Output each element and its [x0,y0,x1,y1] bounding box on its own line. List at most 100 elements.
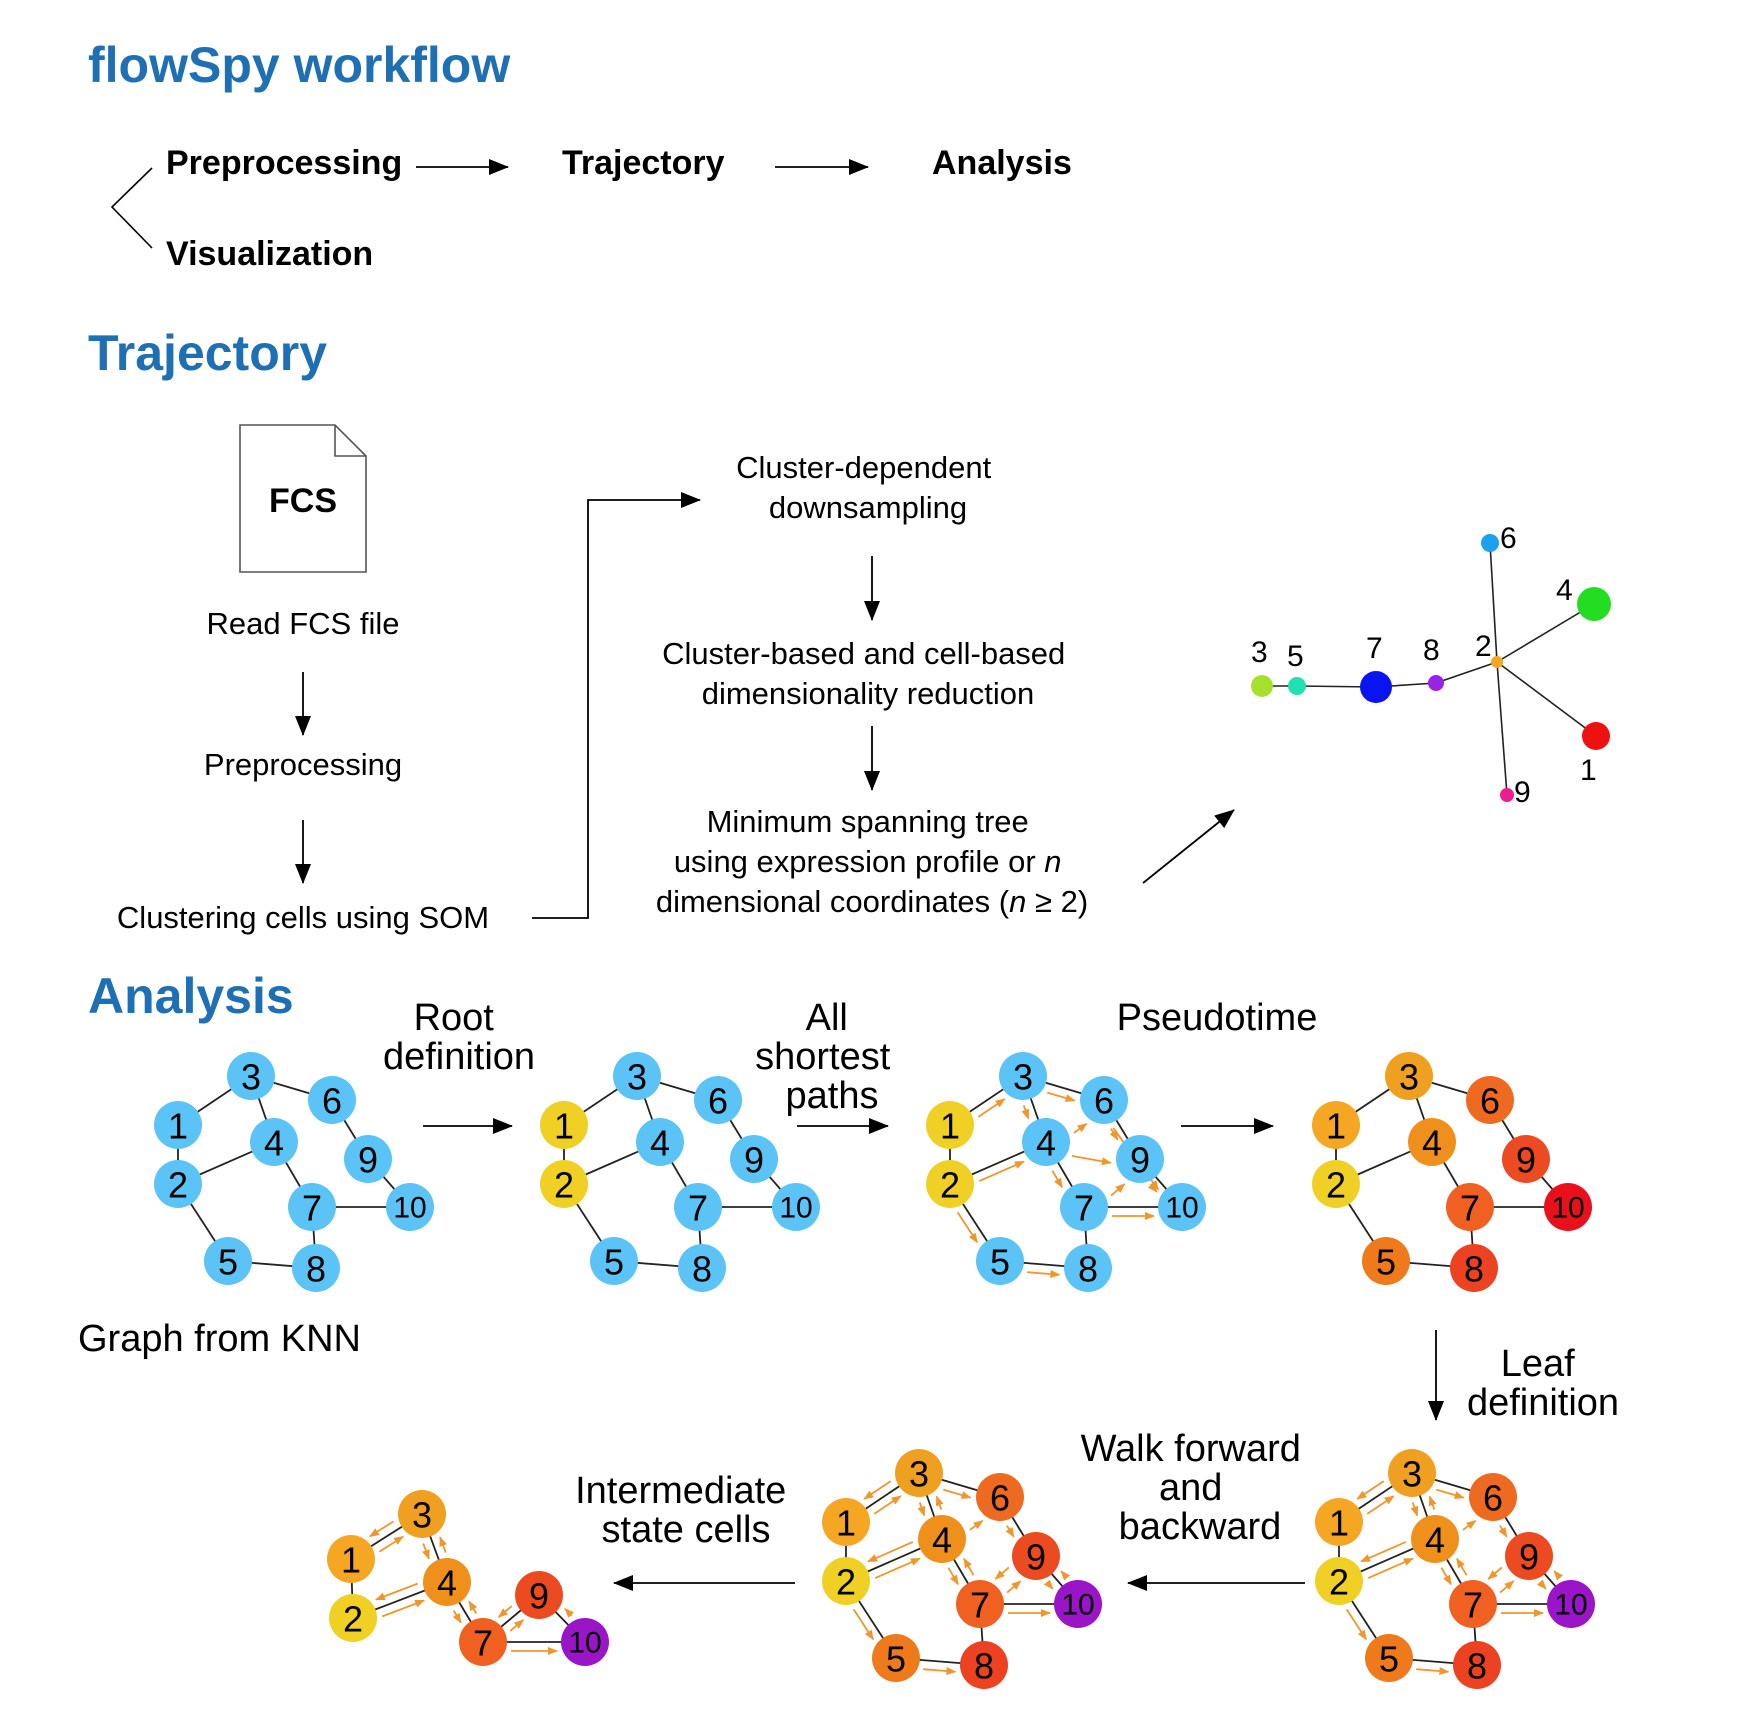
graph-node-label: 10 [1061,1589,1094,1622]
graph-node-label: 9 [1130,1140,1150,1181]
path-arrow [564,1608,575,1618]
graph-node-label: 3 [909,1454,929,1495]
graph-node-2 [822,1557,870,1605]
workflow-visualization: Visualization [166,235,373,273]
mst-edge [1496,603,1595,663]
path-arrow [1021,1105,1030,1120]
path-arrow [874,1557,921,1579]
graph-node-label: 4 [1425,1520,1445,1561]
graph-node-label: 3 [241,1057,261,1098]
graph-node-9 [730,1135,778,1183]
graph-node-label: 6 [1480,1081,1500,1122]
mst-node-label: 2 [1475,630,1492,663]
graph-node-7 [674,1183,722,1231]
graph-node-label: 2 [1329,1562,1349,1603]
graph-node-label: 1 [554,1106,574,1147]
path-arrow [378,1535,405,1553]
path-arrow [978,1160,1025,1182]
graph-node-10 [1547,1580,1595,1628]
mst-node-3 [1251,675,1273,697]
graph-node-label: 8 [306,1249,326,1290]
path-arrow [1367,1557,1414,1579]
path-arrow [867,1541,914,1563]
graph-node-label: 7 [473,1623,493,1664]
dimred-step: Cluster-based and cell-based dimensional… [662,636,1074,711]
graph-node-1 [1312,1101,1360,1149]
graph-node-label: 3 [1399,1057,1419,1098]
graph-node-4 [636,1118,684,1166]
graph-node-9 [515,1571,563,1619]
graph-node-10 [1054,1580,1102,1628]
graph-node-label: 6 [322,1081,342,1122]
graph-node-label: 1 [1329,1503,1349,1544]
graph-node-8 [960,1641,1008,1689]
graph-node-label: 3 [1013,1057,1033,1098]
path-arrow [1345,1608,1367,1641]
path-arrow [963,1557,975,1576]
graph-node-6 [1080,1076,1128,1124]
graph-node-label: 9 [1516,1140,1536,1181]
graph-node-label: 10 [779,1192,812,1225]
graph-node-label: 5 [218,1242,238,1283]
mst-node-label: 4 [1556,574,1573,607]
graph-node-label: 5 [886,1639,906,1680]
graph-node-label: 5 [1379,1639,1399,1680]
arrow-cluster-to-downsample [532,492,701,919]
workflow-trajectory: Trajectory [562,144,725,182]
page-title: flowSpy workflow [88,37,510,93]
mst-node-8 [1428,675,1444,691]
path-arrow [1360,1541,1407,1563]
path-arrow [1047,1091,1076,1102]
path-arrow [1006,1580,1022,1594]
path-arrow [947,1567,959,1586]
pseudotime-label: Pseudotime [1117,997,1318,1039]
fcs-file-icon: FCS [239,424,367,573]
graph-node-6 [1469,1473,1517,1521]
path-arrow [1456,1557,1468,1576]
graph-node-label: 5 [1376,1242,1396,1283]
graph-node-label: 1 [836,1503,856,1544]
graph-node-6 [694,1076,742,1124]
workflow-row: Preprocessing Visualization Trajectory A… [110,144,1072,273]
graph-node-label: 7 [970,1585,990,1626]
path-arrow [917,1502,926,1517]
graph-node-5 [1362,1237,1410,1285]
branch-bracket [110,167,153,249]
path-arrow [1487,1566,1503,1580]
graph-node-label: 8 [1467,1646,1487,1687]
trajectory-heading: Trajectory [88,325,327,381]
path-arrow [1499,1580,1515,1594]
path-arrow [382,1599,426,1618]
mst-node-label: 6 [1500,522,1517,555]
leaf-definition-label: Leaf definition [1467,1343,1619,1424]
mst-node-label: 5 [1287,640,1304,673]
graph-node-7 [1449,1580,1497,1628]
graph-node-3 [895,1449,943,1497]
graph-node-1 [540,1101,588,1149]
graph-node-4 [250,1118,298,1166]
graph-node-label: 1 [341,1540,361,1581]
shortest-paths-label: All shortest paths [755,997,901,1117]
graph-node-10 [772,1183,820,1231]
graph-node-label: 2 [940,1165,960,1206]
graph-node-label: 2 [554,1165,574,1206]
mst-node-label: 1 [1580,754,1597,787]
graph-node-label: 9 [358,1140,378,1181]
graph-node-label: 2 [168,1165,188,1206]
mst-edge [1435,661,1498,684]
graph-node-label: 6 [990,1478,1010,1519]
path-arrow [439,1536,447,1553]
mst-node-5 [1288,677,1306,695]
walk-label: Walk forward and backward [1081,1428,1312,1548]
mst-node-9 [1500,788,1514,802]
path-arrow [1051,1170,1063,1189]
graph-node-10 [1158,1183,1206,1231]
graph-node-1 [926,1101,974,1149]
mst-edge [1496,661,1508,796]
